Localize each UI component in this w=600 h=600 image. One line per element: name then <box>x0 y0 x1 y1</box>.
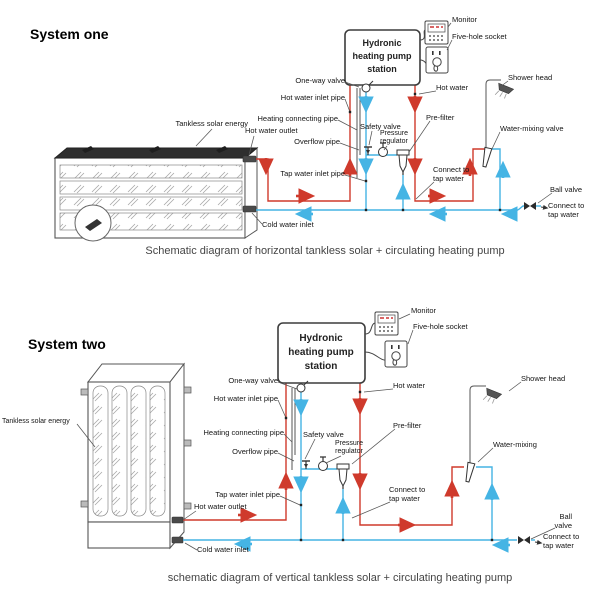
system-one-diagram: Hydronic heating pump station <box>53 20 553 242</box>
monitor-device-1 <box>419 20 449 45</box>
label-overflow-pipe-1: Overflow pipe <box>294 137 340 146</box>
label-heating-connecting-pipe-2: Heating connecting pipe <box>203 428 284 437</box>
pressure-regulator-2 <box>318 456 328 471</box>
monitor-device-2 <box>364 311 399 336</box>
label-tankless-solar-energy-2: Tankless solar energy <box>2 418 70 425</box>
flow-arrows-1 <box>258 96 549 222</box>
label-monitor-2: Monitor <box>411 306 437 315</box>
label-ball-valve-1: Ball valve <box>550 185 583 194</box>
system-two-title: System two <box>28 336 106 352</box>
label-hot-water-2: Hot water <box>393 381 426 390</box>
safety-valve-2 <box>302 460 310 469</box>
label-safety-valve-1: Safety valve <box>360 122 401 131</box>
flow-arrows-2 <box>233 398 543 553</box>
ball-valve-2 <box>518 536 530 544</box>
label-heating-connecting-pipe-1: Heating connecting pipe <box>257 114 338 123</box>
heating-pump-station-1: Hydronic heating pump station <box>344 29 421 86</box>
station-text-line2: heating pump <box>288 347 354 358</box>
five-hole-socket-2 <box>364 340 408 368</box>
water-mixing-valve-1 <box>482 146 493 168</box>
system-two-diagram: Hydronic heating pump station <box>76 311 556 553</box>
shower-head-2 <box>482 387 503 404</box>
one-way-valve-2 <box>296 380 309 393</box>
label-ball-valve-2: Ball valve <box>554 512 572 530</box>
label-water-mixing-valve-1: Water-mixing valve <box>500 124 564 133</box>
junction-dots-2 <box>284 390 494 542</box>
water-mixing-valve-2 <box>465 461 476 483</box>
auxiliary-pipes-2 <box>291 385 486 470</box>
label-five-hole-socket-1: Five-hole socket <box>452 32 507 41</box>
label-overflow-pipe-2: Overflow pipe <box>232 447 278 456</box>
label-cold-water-inlet-2: Cold water inlet <box>197 545 249 554</box>
label-pre-filter-1: Pre-filter <box>426 113 455 122</box>
label-shower-head-2: Shower head <box>521 374 566 383</box>
collector-side-brackets <box>80 386 192 510</box>
five-hole-socket-1 <box>419 46 449 74</box>
label-water-mixing-2: Water-mixing <box>493 440 537 449</box>
label-connect-to-tap-water-right-1: Connect to tap water <box>548 201 585 219</box>
label-cold-water-inlet-1: Cold water inlet <box>262 220 314 229</box>
label-one-way-valve-1: One-way valve <box>295 76 345 85</box>
label-pressure-regulator-2: Pressure regulator <box>334 440 363 456</box>
label-connect-to-tap-water-2: Connect to tap water <box>389 485 426 503</box>
vertical-solar-collector <box>80 362 192 550</box>
label-pressure-regulator-1: Pressure regulator <box>379 130 408 146</box>
label-five-hole-socket-2: Five-hole socket <box>413 322 468 331</box>
safety-valve-1 <box>364 146 372 155</box>
label-monitor-1: Monitor <box>452 15 478 24</box>
pressure-regulator-1 <box>378 142 388 157</box>
station-text-line1: Hydronic <box>299 333 343 344</box>
label-tap-water-inlet-pipe-2: Tap water inlet pipe <box>215 490 280 499</box>
station-text-line3: station <box>305 361 338 372</box>
junction-dots-1 <box>348 92 502 212</box>
cold-water-inlet-port-2 <box>171 536 184 544</box>
system-one-caption: Schematic diagram of horizontal tankless… <box>145 245 505 257</box>
shower-head-1 <box>494 82 515 99</box>
collector-top-brackets <box>82 146 228 153</box>
pre-filter-2 <box>336 463 350 489</box>
label-one-way-valve-2: One-way valve <box>228 376 278 385</box>
label-pre-filter-2: Pre-filter <box>393 421 422 430</box>
station-text-line2: heating pump <box>353 51 412 61</box>
label-leader-lines-2 <box>76 313 556 551</box>
hot-water-outlet-port-2 <box>171 516 184 524</box>
system-one-title: System one <box>30 26 109 42</box>
label-hot-water-inlet-pipe-1: Hot water inlet pipe <box>280 93 345 102</box>
label-connect-to-tap-water-1: Connect to tap water <box>433 165 470 183</box>
cold-water-pipes-2 <box>183 392 535 541</box>
horizontal-solar-collector <box>53 146 259 242</box>
system-two-caption: schematic diagram of vertical tankless s… <box>167 572 513 584</box>
label-hot-water-outlet-2: Hot water outlet <box>194 502 247 511</box>
collector-detail-magnifier <box>74 204 112 242</box>
station-text-line1: Hydronic <box>362 38 401 48</box>
label-tankless-solar-energy-1: Tankless solar energy <box>175 119 248 128</box>
ball-valve-1 <box>524 202 536 210</box>
label-hot-water-1: Hot water <box>436 83 469 92</box>
label-shower-head-1: Shower head <box>508 73 553 82</box>
label-hot-water-inlet-pipe-2: Hot water inlet pipe <box>213 394 278 403</box>
pre-filter-1 <box>396 149 410 175</box>
label-tap-water-inlet-pipe-1: Tap water inlet pipe <box>280 169 345 178</box>
label-connect-to-tap-water-right-2: Connect to tap water <box>543 532 580 550</box>
label-hot-water-outlet-1: Hot water outlet <box>245 126 298 135</box>
label-safety-valve-2: Safety valve <box>303 430 344 439</box>
one-way-valve-1 <box>361 80 374 93</box>
hot-water-outlet-port <box>242 155 257 163</box>
cold-water-inlet-port <box>242 205 257 213</box>
station-text-line3: station <box>367 64 397 74</box>
heating-pump-station-2: Hydronic heating pump station <box>277 322 366 384</box>
label-leader-lines-1 <box>195 22 553 225</box>
